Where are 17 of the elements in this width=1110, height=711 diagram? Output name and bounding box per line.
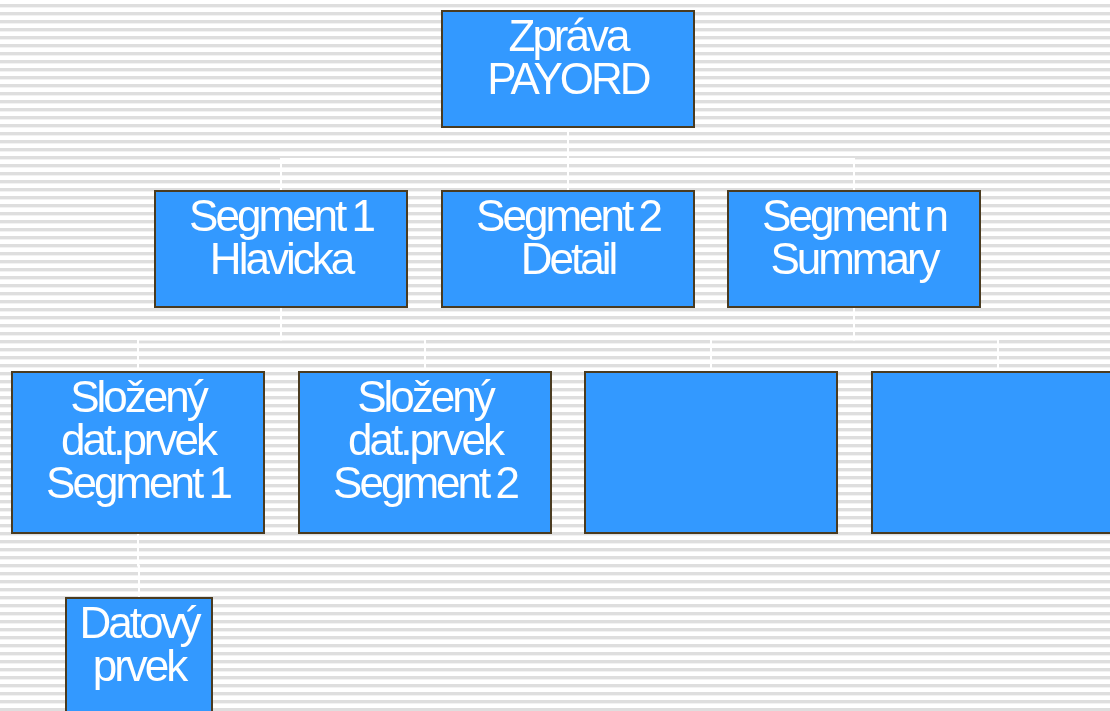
node-label: Datový prvek xyxy=(78,601,200,688)
empty-box xyxy=(584,371,838,534)
empty-box xyxy=(871,371,1110,534)
node-label: Segment 2 Detail xyxy=(475,194,662,281)
connector-line xyxy=(137,533,140,598)
node-label: Segment n Summary xyxy=(761,194,947,281)
node-label: Složený dat.prvek Segment 2 xyxy=(332,375,519,505)
node-label: Zpráva PAYORD xyxy=(486,14,651,101)
node-label: Segment 1 Hlavicka xyxy=(188,194,375,281)
node-label: Složený dat.prvek Segment 1 xyxy=(45,375,232,505)
node-box xyxy=(727,190,981,308)
node-box xyxy=(441,190,695,308)
node-box xyxy=(11,371,265,534)
node-box xyxy=(298,371,552,534)
node-box xyxy=(154,190,408,308)
node-box xyxy=(65,597,213,711)
node-box xyxy=(441,10,695,128)
